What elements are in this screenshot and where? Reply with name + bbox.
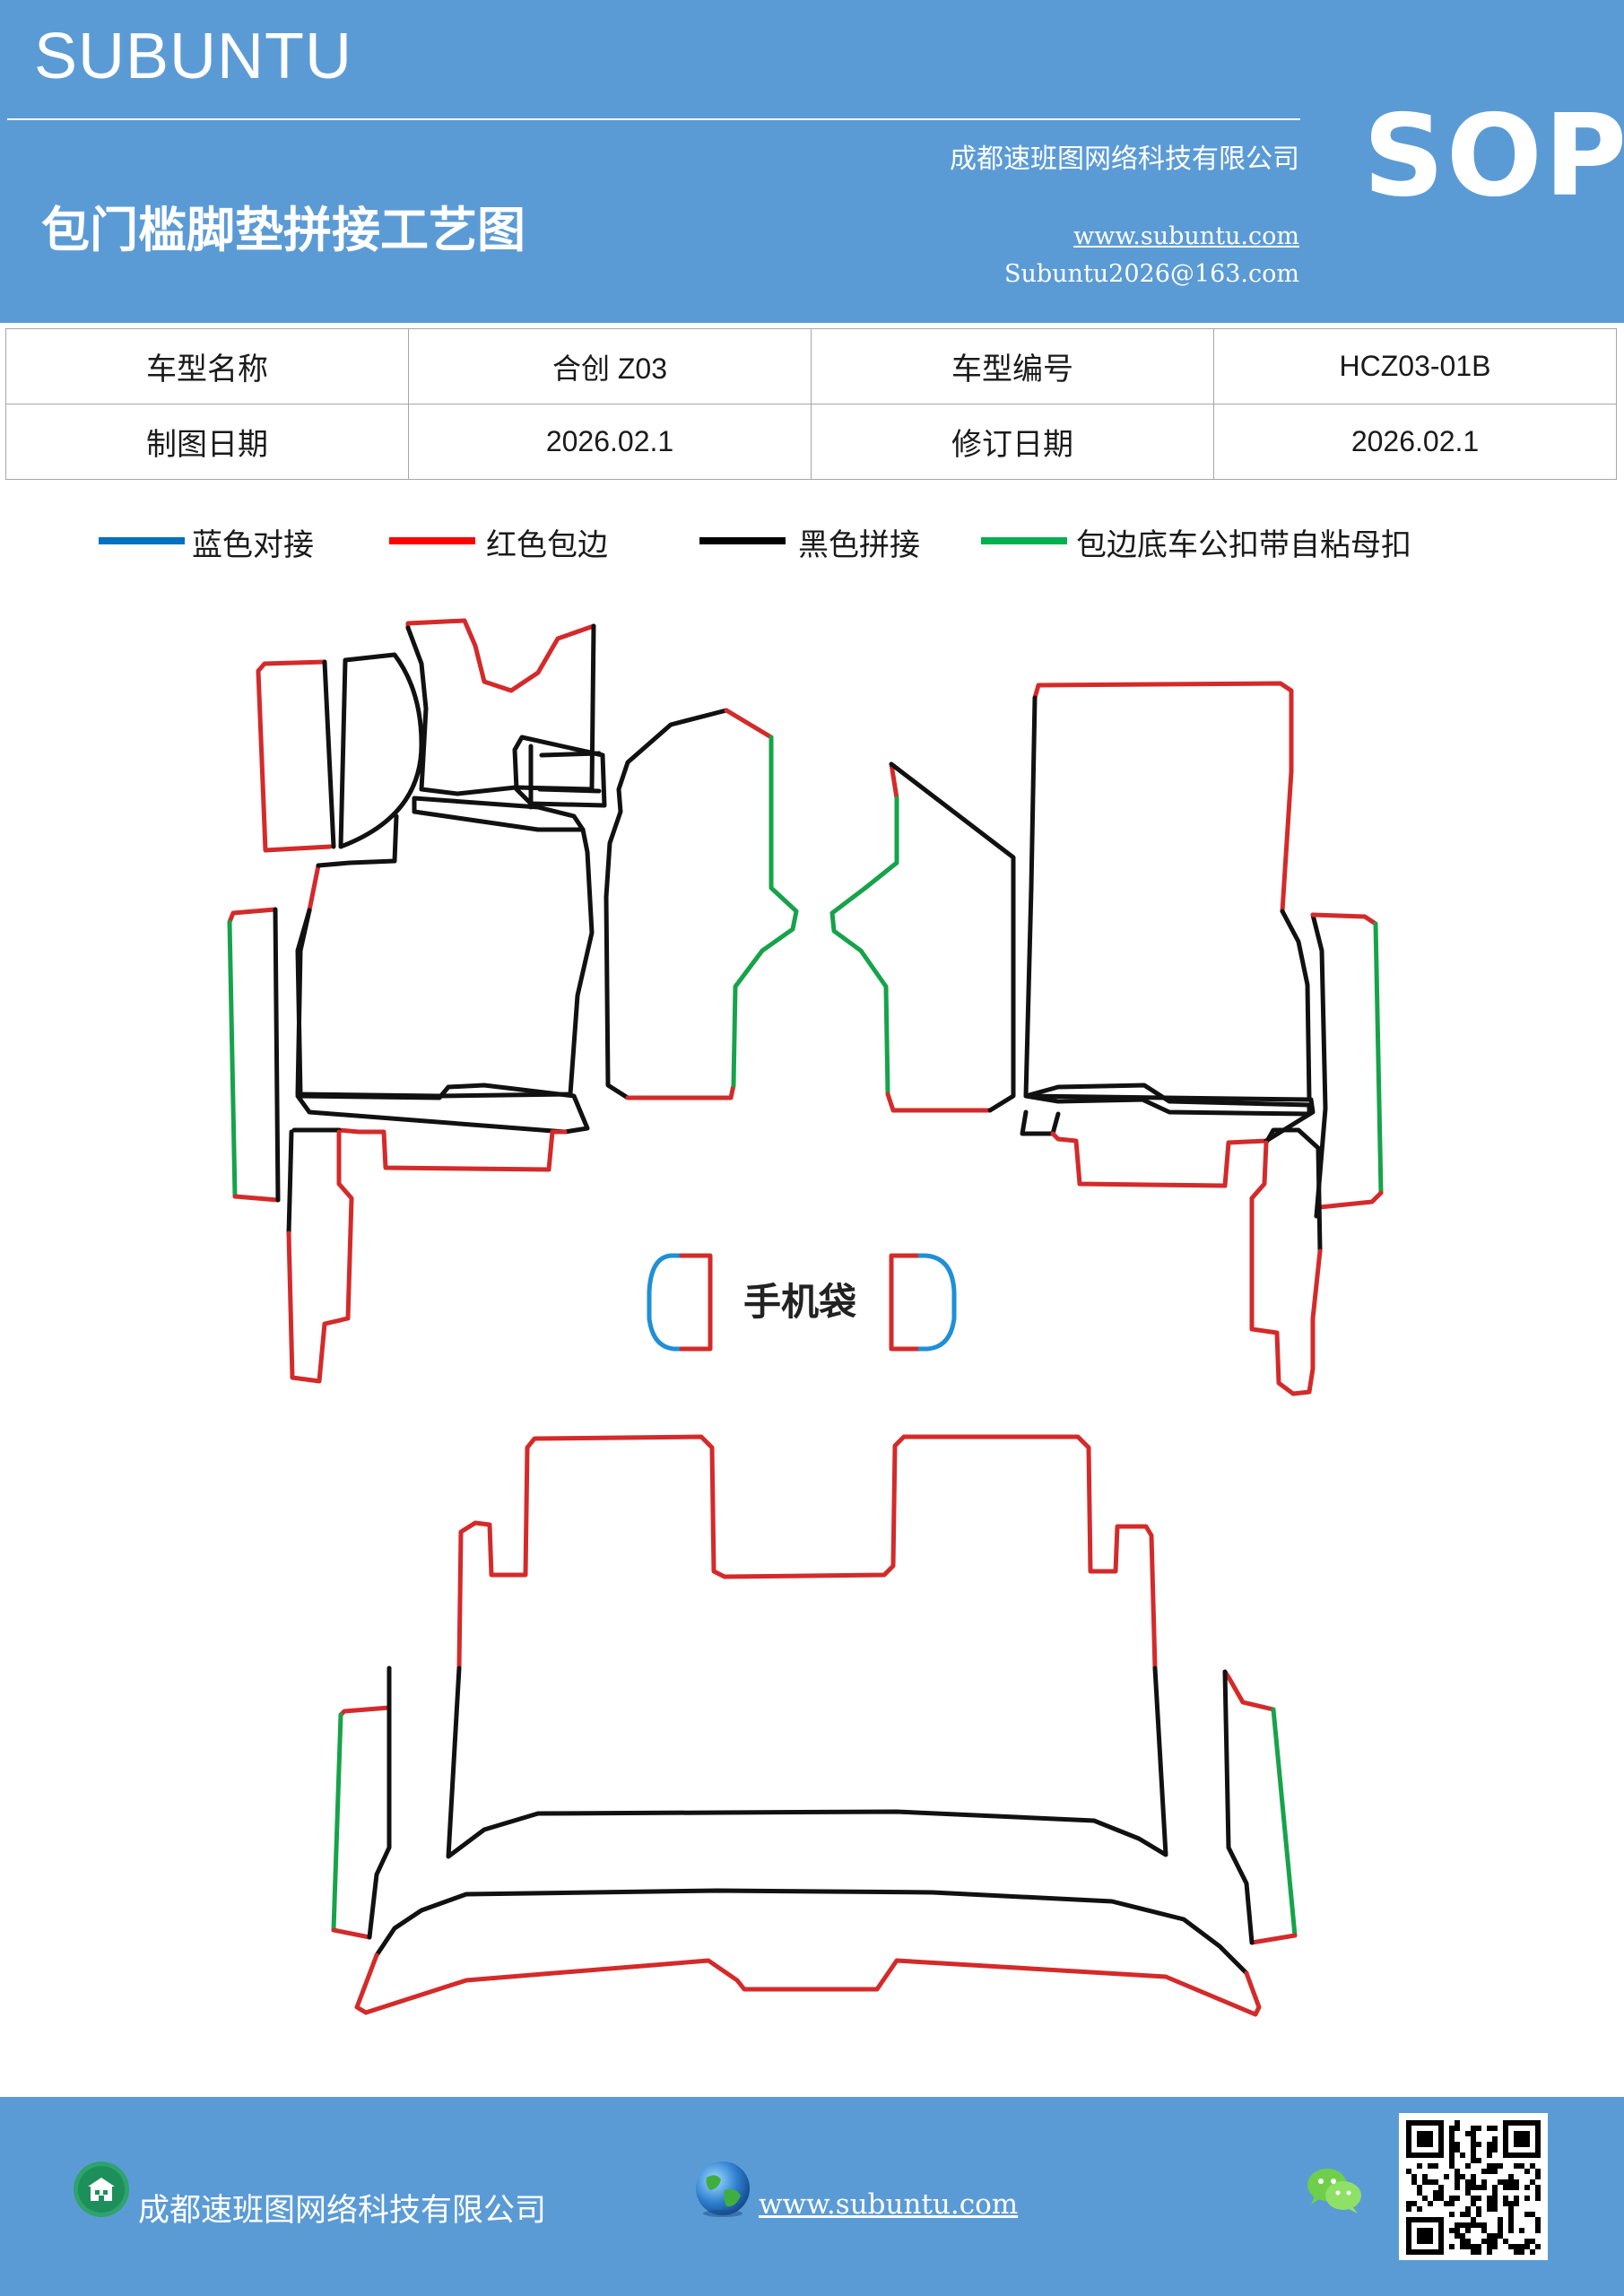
building-icon [74, 2161, 129, 2217]
edge-red [1317, 1190, 1384, 1210]
brand-logo-text: SUBUNTU [34, 21, 353, 92]
edge-red [307, 863, 321, 913]
header-banner: SUBUNTU 包门槛脚垫拼接工艺图 成都速班图网络科技有限公司 www.sub… [0, 0, 1624, 323]
edge-black [889, 761, 1016, 1113]
edge-black [1264, 1127, 1323, 1254]
edge-black [295, 827, 595, 1099]
label-draw-date: 制图日期 [5, 404, 409, 480]
edge-red [1032, 681, 1294, 914]
edge-green [731, 735, 799, 1088]
edge-red [1249, 1933, 1298, 1945]
edge-black [286, 1127, 342, 1236]
edge-red [336, 1127, 568, 1172]
edge-black [367, 1665, 392, 1940]
vehicle-info-table: 车型名称 合创 Z03 车型编号 HCZ03-01B 制图日期 2026.02.… [5, 328, 1617, 480]
value-revision-date: 2026.02.1 [1213, 404, 1617, 480]
edge-red [625, 1083, 736, 1100]
edge-red [227, 907, 278, 925]
document-title: 包门槛脚垫拼接工艺图 [41, 202, 525, 258]
edge-red [679, 1253, 713, 1352]
front-left-mat-group [227, 618, 607, 1384]
legend-label: 黑色拼接 [798, 527, 920, 563]
front-right-mat-group [1020, 681, 1384, 1396]
edge-black [528, 744, 602, 810]
email-address: Subuntu2026@163.com [1004, 260, 1299, 288]
legend-label: 蓝色对接 [192, 527, 314, 563]
edge-black [347, 813, 399, 865]
table-row: 制图日期 2026.02.1 修订日期 2026.02.1 [5, 404, 1617, 480]
website-link[interactable]: www.subuntu.com [1073, 222, 1299, 250]
wechat-icon[interactable] [1304, 2163, 1365, 2217]
edge-black [604, 708, 729, 1100]
header-divider [7, 118, 1300, 120]
edge-red [889, 1253, 923, 1352]
value-vehicle-name: 合创 Z03 [408, 328, 812, 404]
edge-green [331, 1712, 343, 1933]
edge-red [1310, 912, 1378, 926]
front-center-left-mat [604, 708, 799, 1100]
value-draw-date: 2026.02.1 [408, 404, 812, 480]
edge-red [405, 618, 596, 693]
edge-black [446, 1665, 1168, 1859]
front-center-right-mat [829, 761, 1016, 1113]
edge-green [227, 919, 238, 1199]
edge-black [405, 623, 596, 796]
edge-red [1249, 1140, 1323, 1396]
edge-green [1271, 1707, 1298, 1938]
edge-black [1023, 1083, 1312, 1117]
edge-black [338, 652, 424, 849]
edge-red [1050, 1131, 1269, 1188]
value-vehicle-code: HCZ03-01B [1213, 328, 1617, 404]
edge-red [1222, 1669, 1276, 1712]
edge-black [322, 659, 336, 849]
qr-code-image [1406, 2120, 1541, 2255]
edge-red [338, 1705, 392, 1718]
edge-red [354, 1952, 1262, 2017]
label-revision-date: 修订日期 [811, 404, 1214, 480]
globe-icon [696, 2161, 750, 2217]
edge-black [295, 1083, 590, 1135]
phone-pocket-group [647, 1253, 957, 1352]
footer-company-name: 成都速班图网络科技有限公司 [138, 2193, 547, 2229]
edge-black [1023, 695, 1312, 1102]
legend-swatch-red [389, 537, 475, 544]
edge-red [724, 708, 774, 740]
color-legend: 蓝色对接 红色包边 黑色拼接 包边底车公扣带自粘母扣 [0, 520, 1624, 574]
qr-code[interactable] [1399, 2113, 1548, 2260]
edge-black [1020, 1109, 1061, 1136]
legend-swatch-green [981, 537, 1067, 544]
edge-blue [647, 1253, 684, 1352]
edge-black [1222, 1669, 1255, 1945]
edge-blue [917, 1253, 957, 1352]
edge-green [829, 796, 899, 1097]
legend-label: 红色包边 [486, 527, 608, 563]
edge-black [273, 907, 312, 1203]
footer-website-link[interactable]: www.subuntu.com [759, 2188, 1019, 2221]
edge-red [331, 1927, 372, 1940]
label-vehicle-code: 车型编号 [811, 328, 1214, 404]
legend-label: 包边底车公扣带自粘母扣 [1076, 527, 1411, 563]
phone-pocket-label: 手机袋 [743, 1280, 856, 1324]
label-vehicle-name: 车型名称 [5, 328, 409, 404]
edge-red [889, 761, 899, 801]
edge-red [456, 1434, 1158, 1671]
legend-swatch-black [699, 537, 786, 544]
edge-red [256, 659, 333, 853]
edge-red [232, 1194, 281, 1203]
rear-mat-group [331, 1434, 1298, 2017]
edge-red [286, 1129, 354, 1384]
sop-label: SOP [1363, 90, 1624, 222]
company-name: 成都速班图网络科技有限公司 [950, 144, 1299, 175]
table-row: 车型名称 合创 Z03 车型编号 HCZ03-01B [5, 328, 1617, 404]
edge-black [374, 1888, 1249, 1976]
legend-swatch-blue [99, 537, 185, 544]
edge-black [1310, 912, 1328, 1219]
edge-red [885, 1091, 993, 1113]
edge-green [1373, 921, 1384, 1196]
